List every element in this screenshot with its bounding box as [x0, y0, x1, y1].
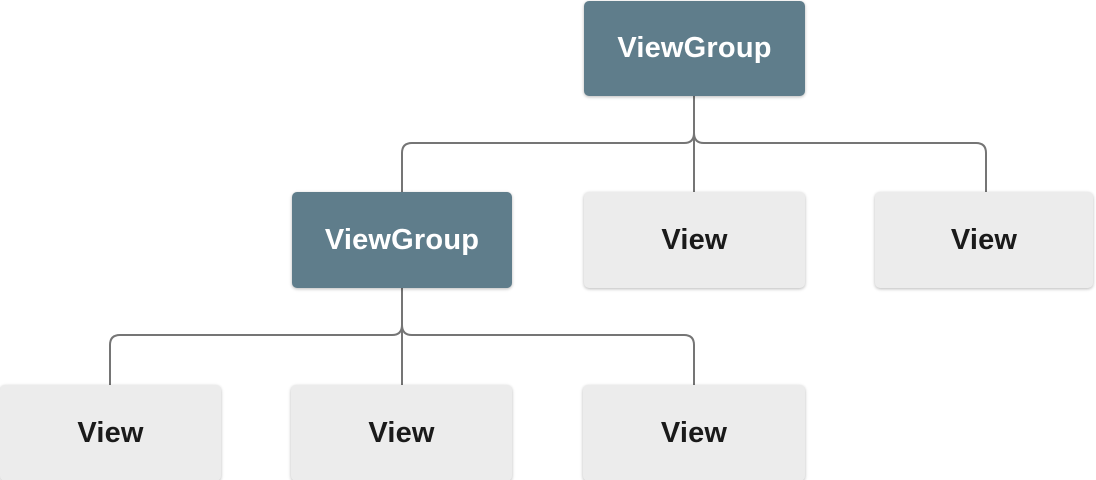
child-viewgroup-node: ViewGroup — [292, 192, 512, 288]
edge-childvg-leaf-v3 — [401, 324, 695, 385]
root-viewgroup-node: ViewGroup — [584, 1, 805, 96]
child-view-node-1: View — [584, 192, 805, 288]
edge-childvg-leaf-v1 — [109, 324, 403, 385]
leaf-view-node-1: View — [0, 385, 221, 480]
leaf-view-node-3: View — [583, 385, 805, 480]
leaf-view-node-2: View — [291, 385, 512, 480]
edge-root-child-vg — [401, 132, 695, 192]
child-view-node-2: View — [875, 192, 1093, 288]
edge-root-child-v2 — [693, 132, 987, 192]
